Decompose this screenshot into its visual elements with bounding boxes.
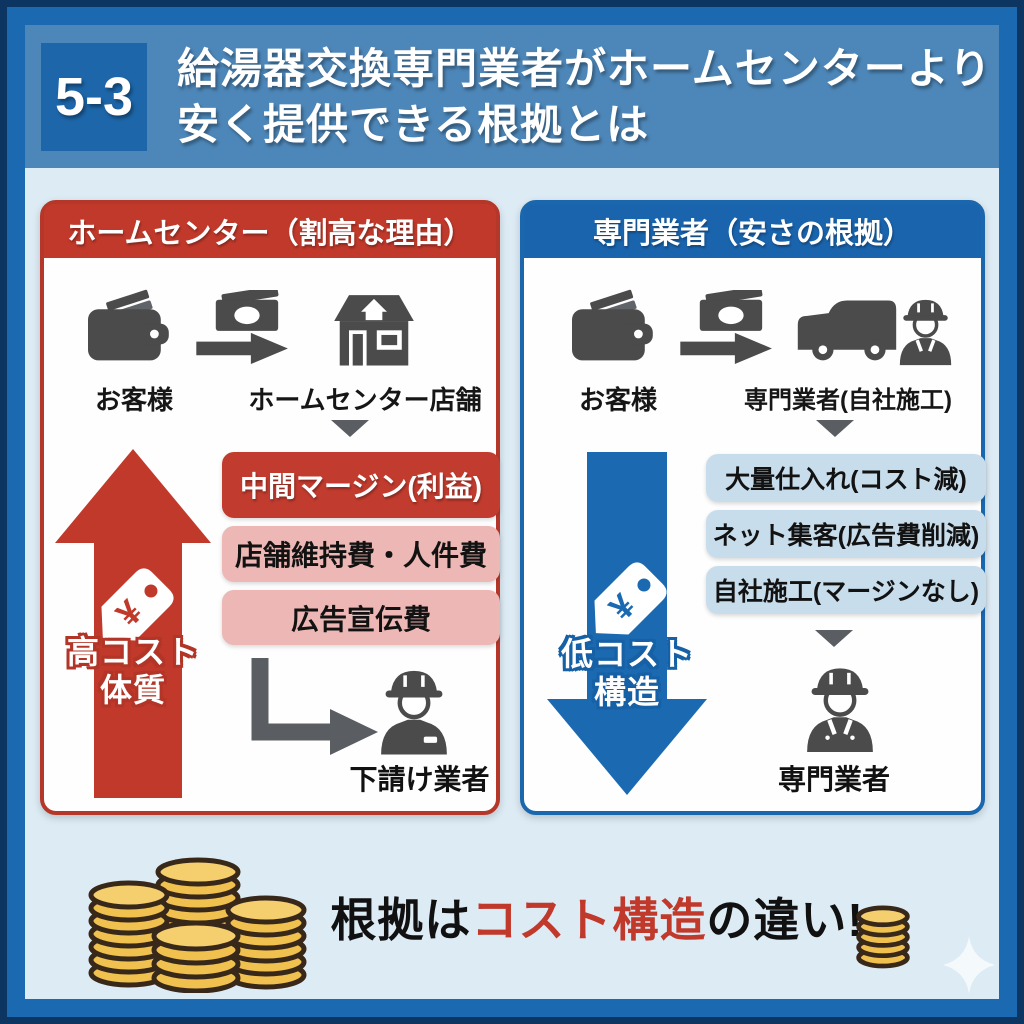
customer-label: お客様 [578,385,657,415]
specialist-panel: 専門業者（安さの根拠） [520,200,986,815]
cost-box-advertising: 広告宣伝費 [222,590,500,645]
page-header: 5-3 給湯器交換専門業者がホームセンターより 安く提供できる根拠とは [25,25,999,168]
high-cost-up-arrow: ¥ [55,449,211,798]
worker-icon [807,668,873,752]
cost-box-inhouse: 自社施工(マージンなし) [706,566,986,614]
money-arrow-icon [196,290,288,365]
specialist-panel-body: お客様 専門業者(自社施工) ¥ 低コスト 構造 [524,258,986,811]
conclusion-highlight: コスト構造 [471,894,707,946]
flow-arrow-icon [816,420,854,437]
main-area: ホームセンター（割高な理由） [25,168,999,999]
low-cost-label: 低コスト 構造 [560,636,693,710]
flow-arrow-icon [815,630,853,647]
specialist-label: 専門業者 [777,764,890,795]
wallet-icon [88,289,169,361]
store-label: ホームセンター店舗 [248,385,482,415]
price-tag-icon: ¥ [101,568,174,641]
specialist-flow-label: 専門業者(自社施工) [744,387,952,414]
cost-box-margin: 中間マージン(利益) [222,452,500,518]
page-title-line2: 安く提供できる根拠とは [177,100,650,148]
coin-stack-icon [88,857,307,993]
page-title-line1: 給湯器交換専門業者がホームセンターより [177,45,992,93]
elbow-arrow-icon [251,658,378,755]
page-title: 給湯器交換専門業者がホームセンターより 安く提供できる根拠とは [177,41,992,152]
conclusion-text: 根拠はコスト構造の違い! [317,884,877,950]
high-cost-label: 高コスト 体質 [66,634,199,708]
cost-box-maintenance: 店舗維持費・人件費 [222,526,500,582]
cost-box-net: ネット集客(広告費削減) [706,510,986,558]
section-number-badge: 5-3 [41,42,147,151]
price-tag-icon: ¥ [594,562,667,635]
conclusion-prefix: 根拠は [330,894,472,946]
worker-icon [381,670,447,755]
van-worker-icon [797,299,952,366]
cost-box-bulk: 大量仕入れ(コスト減) [706,454,986,502]
customer-label: お客様 [94,385,173,415]
conclusion-suffix: の違い! [706,894,864,946]
sparkle-icon [943,936,995,994]
money-arrow-icon [680,290,772,365]
home-center-panel: ホームセンター（割高な理由） [40,200,500,815]
wallet-icon [572,289,653,361]
flow-arrow-icon [331,420,369,437]
home-center-panel-title: ホームセンター（割高な理由） [44,204,496,258]
specialist-panel-title: 専門業者（安さの根拠） [524,204,981,258]
frame-border: 5-3 給湯器交換専門業者がホームセンターより 安く提供できる根拠とは ホームセ… [7,7,1017,1017]
low-cost-down-arrow: ¥ [547,452,707,795]
store-icon [334,295,414,366]
subcontractor-label: 下請け業者 [349,764,490,795]
coin-stack-icon [856,905,910,969]
home-center-panel-body: お客様 ホームセンター店舗 ¥ 高コスト 体質 [44,258,500,811]
